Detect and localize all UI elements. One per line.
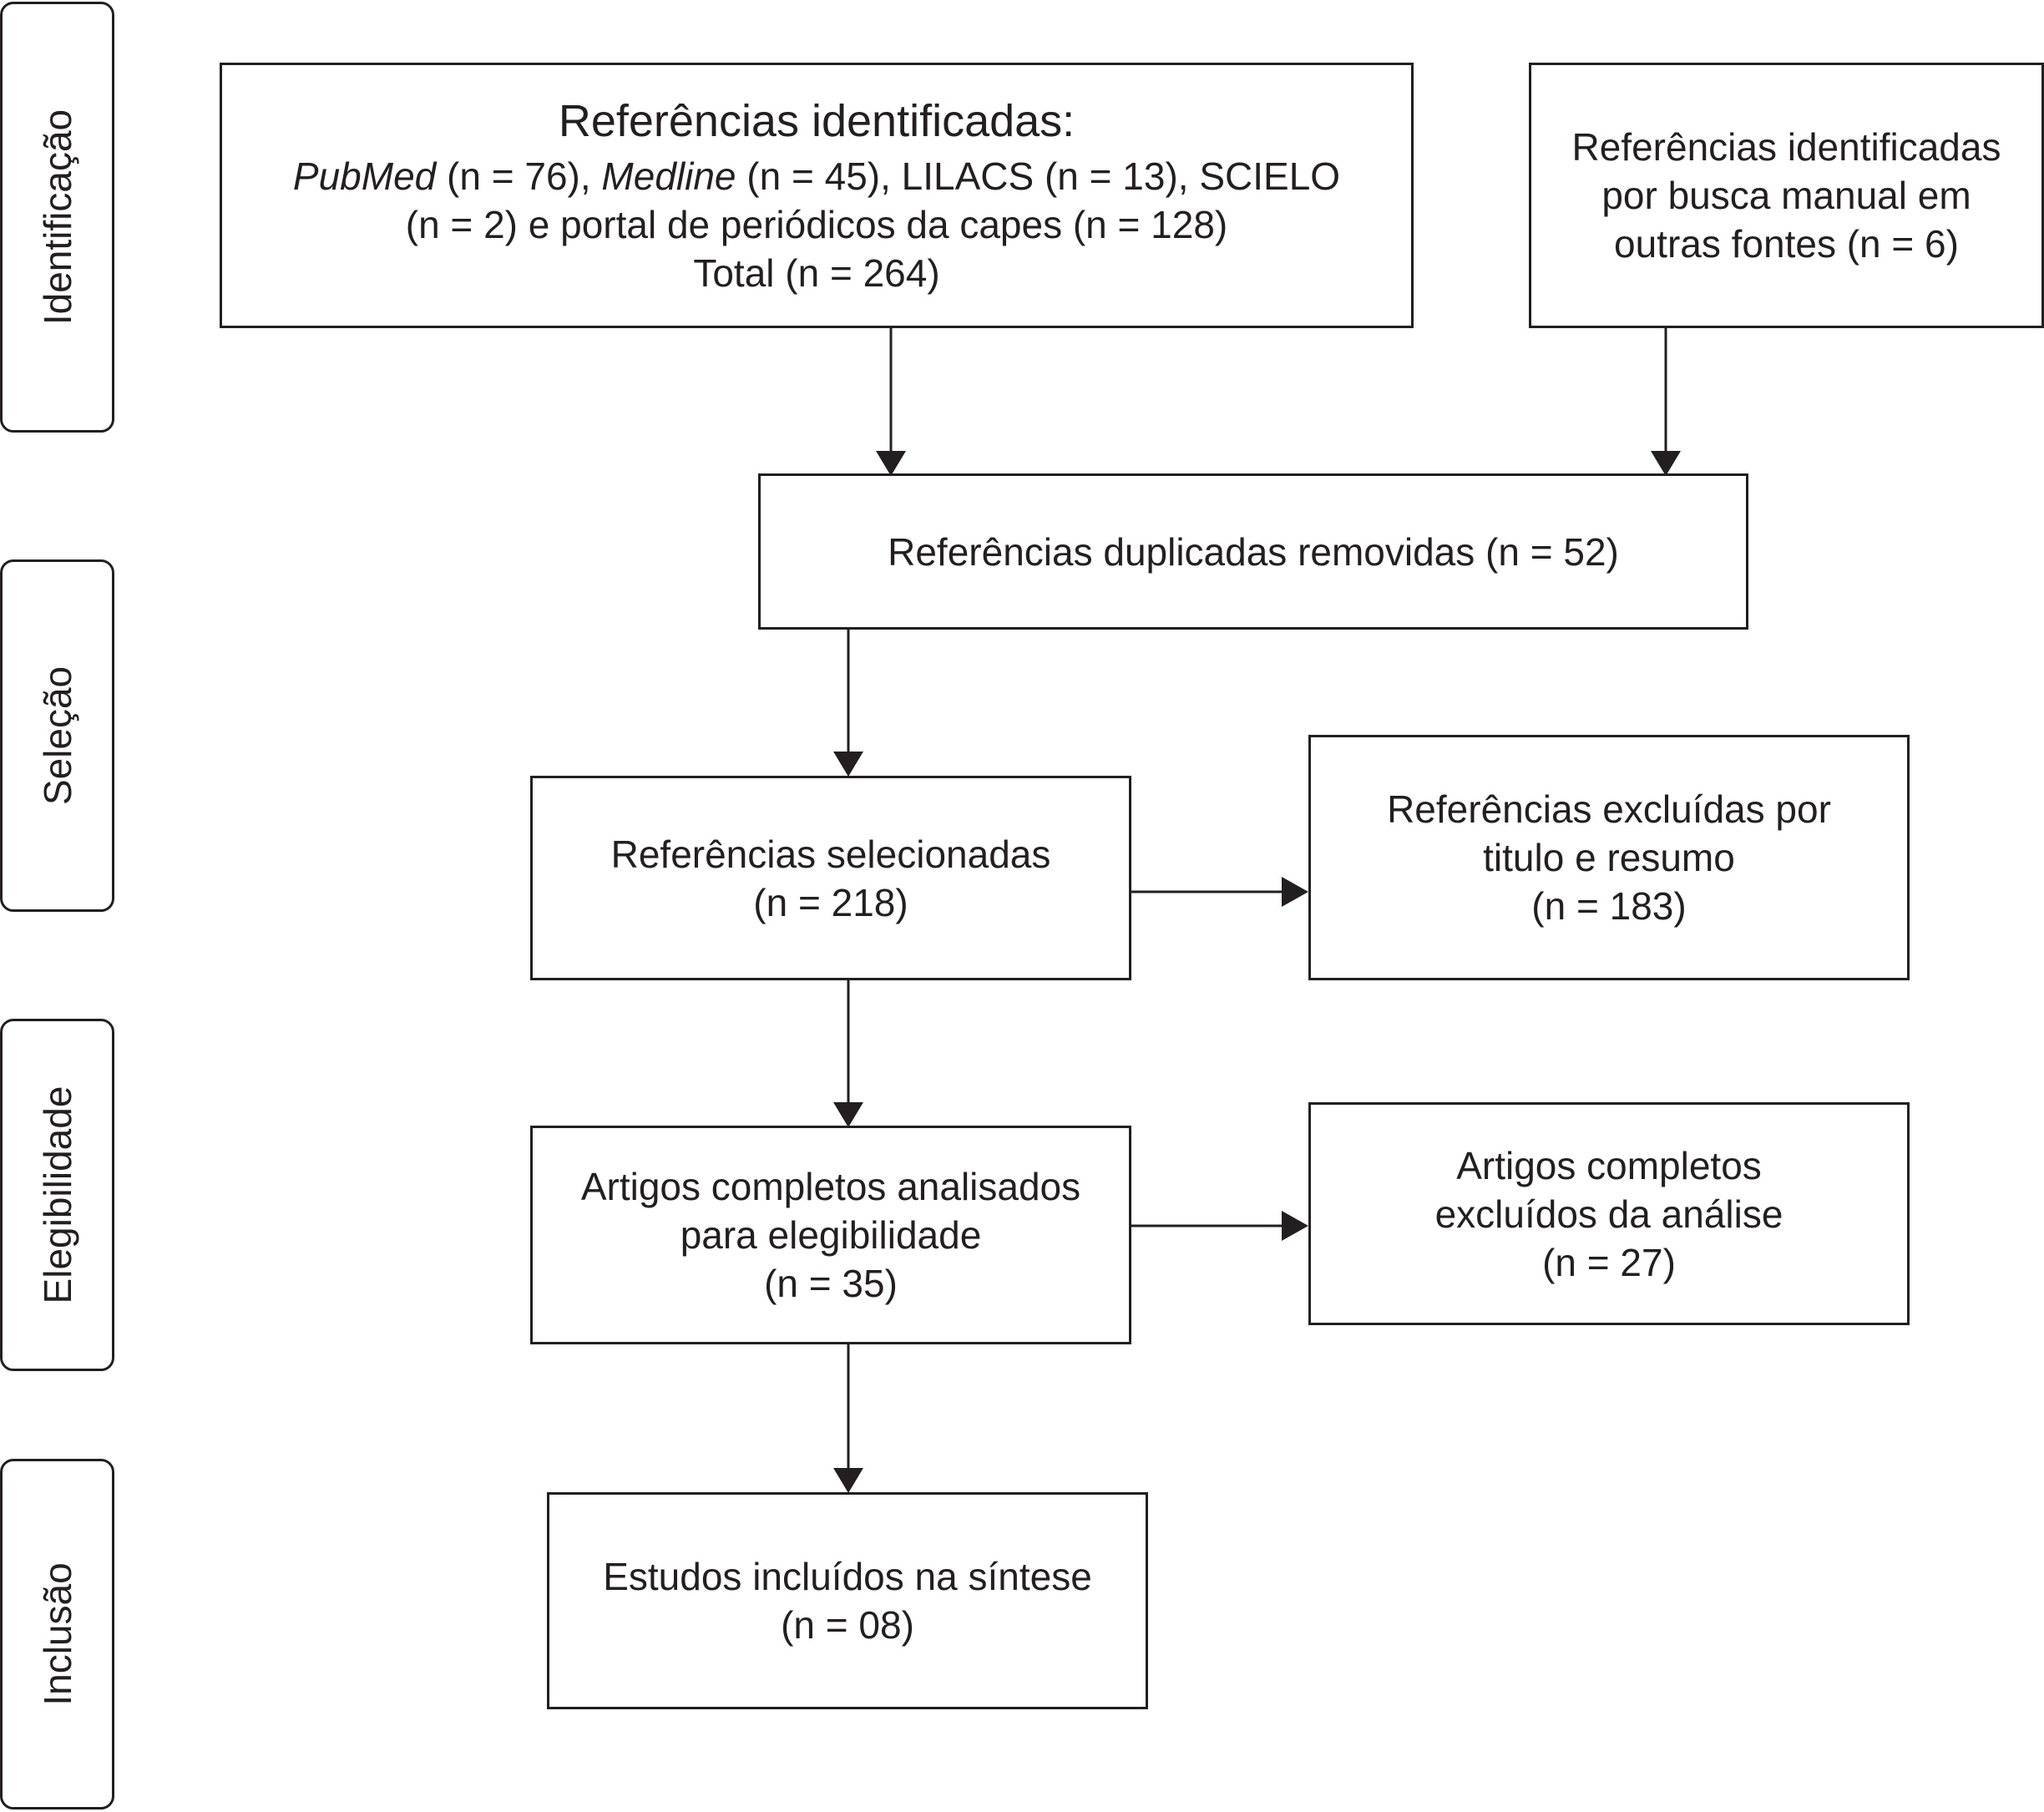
identified-total: Total (n = 264) — [693, 251, 940, 295]
medline-rest: (n = 45), LILACS (n = 13), SCIELO — [736, 154, 1341, 198]
identified-line3: (n = 2) e portal de periódicos da capes … — [405, 203, 1228, 246]
pubmed-name: PubMed — [292, 154, 437, 198]
stage-selecao: Seleção — [0, 559, 114, 912]
excluded-title-line3: (n = 183) — [1531, 884, 1687, 928]
pubmed-count: (n = 76), — [436, 154, 602, 198]
medline-name: Medline — [601, 154, 736, 198]
box-identified-manual: Referências identificadas por busca manu… — [1529, 63, 2044, 328]
box-duplicates-removed: Referências duplicadas removidas (n = 52… — [758, 473, 1748, 630]
excluded-full-line3: (n = 27) — [1542, 1240, 1676, 1284]
fulltext-line2: para elegibilidade — [680, 1213, 982, 1257]
selected-line2: (n = 218) — [753, 880, 908, 924]
stage-identificacao: Identificação — [0, 2, 114, 433]
excluded-title-line1: Referências excluídas por — [1387, 787, 1831, 831]
duplicates-line1: Referências duplicadas removidas (n = 52… — [888, 529, 1619, 574]
included-line1: Estudos incluídos na síntese — [603, 1555, 1092, 1598]
box-excluded-title-abstract: Referências excluídas por titulo e resum… — [1308, 735, 1910, 980]
box-full-text-assessed: Artigos completos analisados para elegib… — [530, 1126, 1131, 1344]
stage-elegibilidade: Elegibilidade — [0, 1019, 114, 1371]
box-identified-databases: Referências identificadas: PubMed (n = 7… — [220, 63, 1414, 328]
identified-title: Referências identificadas: — [558, 96, 1075, 146]
manual-line3: outras fontes (n = 6) — [1614, 222, 1959, 266]
box-included: Estudos incluídos na síntese (n = 08) — [547, 1492, 1148, 1709]
selected-line1: Referências selecionadas — [610, 832, 1051, 876]
fulltext-line3: (n = 35) — [764, 1262, 898, 1305]
fulltext-line1: Artigos completos analisados — [580, 1165, 1081, 1208]
identified-sources-line: PubMed (n = 76), Medline (n = 45), LILAC… — [293, 152, 1340, 200]
manual-line2: por busca manual em — [1601, 174, 1971, 217]
excluded-title-line2: titulo e resumo — [1483, 836, 1735, 879]
included-line2: (n = 08) — [781, 1603, 914, 1647]
excluded-full-line2: excluídos da análise — [1434, 1192, 1783, 1236]
box-full-text-excluded: Artigos completos excluídos da análise (… — [1308, 1102, 1910, 1325]
excluded-full-line1: Artigos completos — [1456, 1143, 1762, 1187]
stage-inclusao: Inclusão — [0, 1459, 114, 1809]
manual-line1: Referências identificadas — [1571, 125, 2001, 169]
box-selected: Referências selecionadas (n = 218) — [530, 776, 1131, 980]
